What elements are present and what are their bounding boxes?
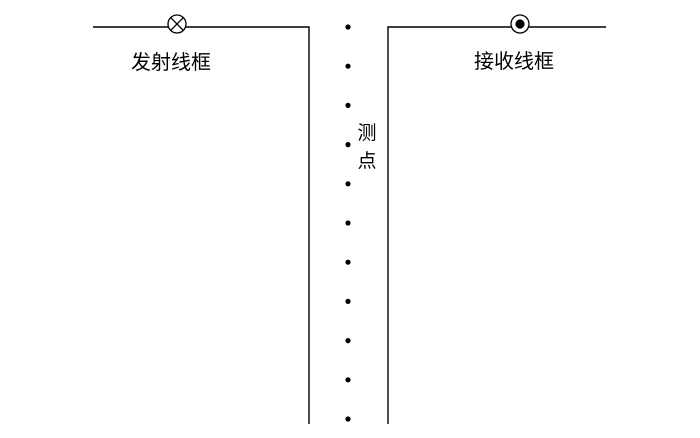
receiver-loop-wire [387,26,606,424]
measurement-point [345,259,351,265]
measurement-point [345,338,351,344]
measurement-point [345,63,351,69]
transmitter-loop [93,14,310,424]
receiver-loop [387,14,606,424]
measurement-point [345,102,351,108]
measurement-point [345,416,351,422]
transmitter-loop-label: 发射线框 [131,50,211,74]
measurement-point [345,298,351,304]
current-out-of-page-icon [510,14,530,34]
measurement-point [345,377,351,383]
receiver-loop-label: 接收线框 [474,49,554,73]
measurement-point [345,220,351,226]
measurement-point-label: 测点 [357,122,377,172]
current-into-page-icon [167,14,187,34]
measurement-point [345,24,351,30]
measurement-point [345,181,351,187]
transmitter-loop-wire [93,26,310,424]
measurement-points [345,24,351,422]
measurement-point [345,142,351,148]
